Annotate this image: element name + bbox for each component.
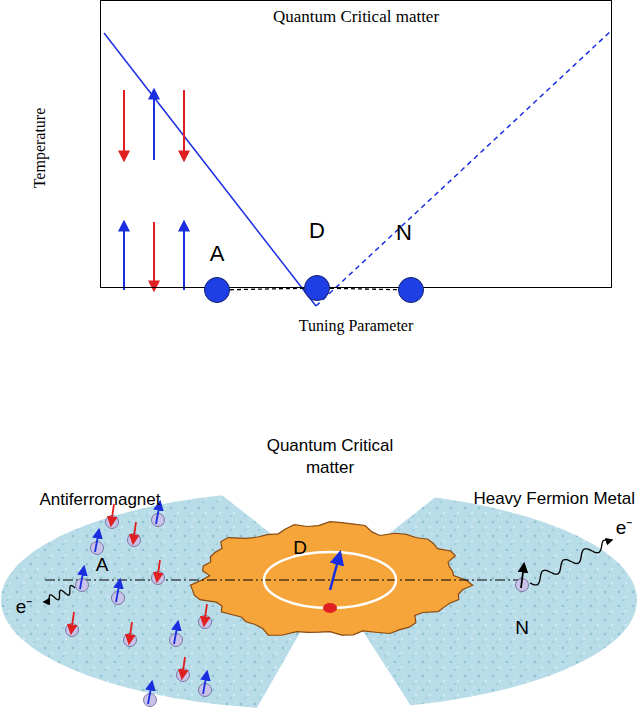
electron-wave — [530, 540, 612, 585]
electron — [199, 604, 212, 629]
white-orbit — [264, 552, 396, 608]
point-letter: A — [96, 553, 109, 578]
dash-dot-line — [45, 579, 520, 580]
electron — [199, 672, 212, 697]
electron-label: e⁻ — [16, 595, 33, 620]
panel-title: Quantum Critical matter — [273, 7, 439, 27]
electron — [91, 530, 104, 555]
point-label: A — [210, 241, 225, 267]
electron — [144, 682, 157, 707]
state-point: A — [204, 277, 230, 303]
point-letter: D — [293, 536, 307, 561]
critical-blob — [191, 522, 473, 636]
electron — [66, 612, 79, 637]
crossover-line — [316, 30, 612, 306]
spin-arrows — [124, 90, 184, 290]
spin-arrow — [330, 553, 340, 590]
state-point: N — [398, 277, 424, 303]
electron-wave — [44, 586, 75, 604]
electron — [112, 580, 125, 605]
electron — [177, 657, 190, 682]
electron-label: e⁻ — [616, 516, 633, 541]
electron — [76, 567, 89, 592]
phase-boundary — [104, 33, 316, 306]
phase-name: Heavy Fermion Metal — [473, 488, 635, 510]
tuning-path — [330, 288, 398, 289]
electron — [152, 560, 165, 585]
tuning-path — [230, 288, 304, 289]
phase-name: Antiferromagnet — [40, 489, 161, 511]
red-dot — [323, 603, 337, 613]
point-letter: N — [515, 616, 529, 641]
electron — [516, 564, 529, 592]
electron — [124, 622, 137, 647]
electron — [128, 522, 141, 547]
electron-spins — [66, 502, 529, 707]
state-point: D — [304, 275, 330, 301]
axis-label: Temperature — [30, 108, 51, 189]
axis-label: Tuning Parameter — [299, 316, 414, 337]
phase-name: Quantum Critical matter — [255, 435, 405, 479]
plot-frame: Quantum Critical matterA D N — [100, 0, 612, 288]
point-label: N — [396, 220, 412, 246]
point-label: D — [309, 218, 325, 244]
critical-blob — [191, 522, 473, 636]
electron-waves — [44, 540, 612, 604]
electron — [170, 622, 183, 647]
